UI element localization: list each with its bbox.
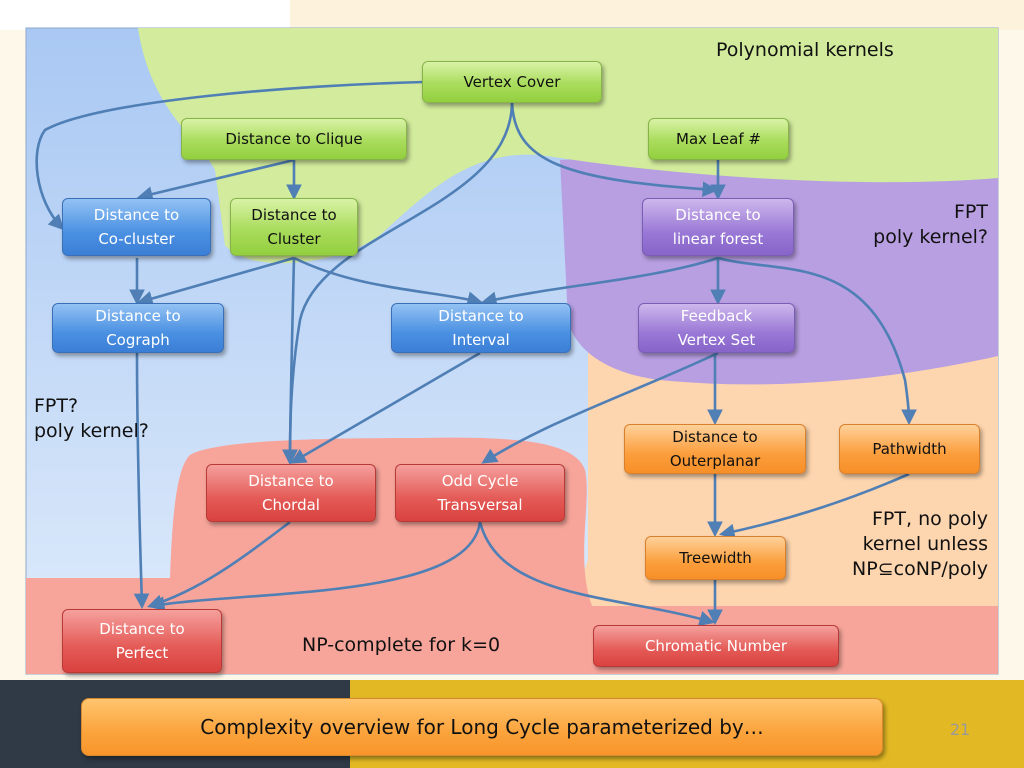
slide-title: Complexity overview for Long Cycle param… — [200, 715, 764, 739]
node-distance-to-chordal[interactable]: Distance to Chordal — [206, 464, 376, 522]
edge-vertex-cover-to-co-cluster — [35, 80, 425, 231]
label-polynomial-kernels: Polynomial kernels — [716, 39, 894, 61]
edge-vertex-cover-to-linear-forest — [510, 102, 719, 197]
node-distance-to-cluster[interactable]: Distance to Cluster — [230, 198, 358, 256]
node-distance-to-linear-forest[interactable]: Distance to linear forest — [642, 198, 794, 256]
node-pathwidth[interactable]: Pathwidth — [839, 424, 980, 474]
node-odd-cycle-transversal[interactable]: Odd Cycle Transversal — [395, 464, 565, 522]
edge-pathwidth-to-treewidth — [718, 472, 910, 540]
node-feedback-vertex-set[interactable]: Feedback Vertex Set — [638, 303, 795, 353]
slide-corner-cream — [290, 0, 1024, 30]
node-distance-to-co-cluster[interactable]: Distance to Co-cluster — [62, 198, 211, 256]
edge-cluster-to-interval — [293, 256, 484, 307]
node-vertex-cover[interactable]: Vertex Cover — [422, 61, 602, 103]
edges — [35, 80, 917, 626]
edge-interval-to-chordal — [290, 351, 481, 464]
edge-clique-to-co-cluster — [136, 158, 295, 202]
slide-title-bar: Complexity overview for Long Cycle param… — [81, 698, 883, 756]
node-max-leaf[interactable]: Max Leaf # — [648, 118, 789, 160]
edge-oct-to-perfect — [148, 521, 482, 612]
page-number: 21 — [949, 720, 971, 739]
label-fpt-question: FPT? poly kernel? — [34, 395, 149, 442]
edge-linear-forest-to-pathwidth — [717, 256, 917, 426]
edge-cograph-to-perfect — [133, 352, 150, 610]
slide-corner-white — [0, 0, 290, 30]
edge-cluster-to-cograph — [137, 256, 295, 307]
edge-linear-forest-to-interval — [480, 256, 719, 307]
node-distance-to-clique[interactable]: Distance to Clique — [181, 118, 407, 160]
edge-cluster-to-chordal — [282, 257, 298, 466]
node-chromatic-number[interactable]: Chromatic Number — [593, 625, 839, 667]
node-distance-to-outerplanar[interactable]: Distance to Outerplanar — [624, 424, 806, 474]
label-fpt-no-poly: FPT, no poly kernel unless NP⊆coNP/poly — [852, 508, 988, 580]
edge-chordal-to-perfect — [147, 520, 291, 610]
edge-fvs-to-oct — [481, 351, 719, 464]
node-treewidth[interactable]: Treewidth — [645, 536, 786, 580]
node-distance-to-perfect[interactable]: Distance to Perfect — [62, 609, 222, 673]
label-np-complete: NP-complete for k=0 — [302, 634, 501, 656]
node-distance-to-cograph[interactable]: Distance to Cograph — [52, 303, 224, 353]
edge-oct-to-chromatic — [478, 521, 715, 626]
node-distance-to-interval[interactable]: Distance to Interval — [391, 303, 571, 353]
label-fpt-poly-kernel: FPT poly kernel? — [873, 201, 988, 248]
